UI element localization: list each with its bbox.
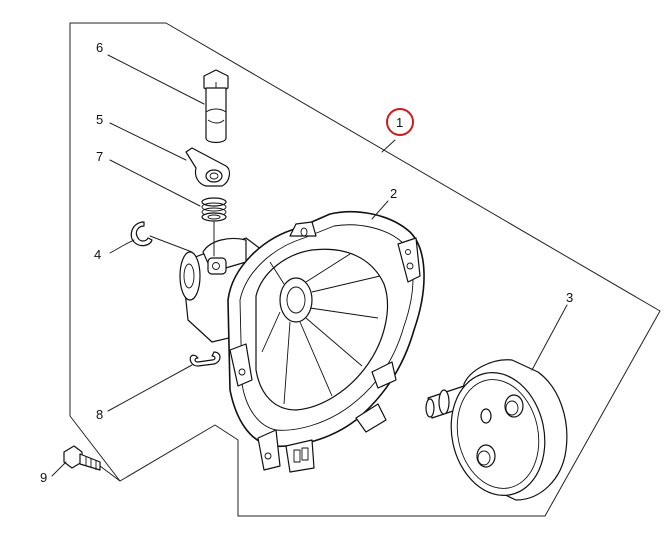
- callout-7: 7: [96, 149, 103, 164]
- callout-5: 5: [96, 112, 103, 127]
- callout-6: 6: [96, 40, 103, 55]
- clip-part[interactable]: [189, 351, 221, 367]
- bolt-part[interactable]: [203, 69, 229, 144]
- callout-2: 2: [390, 186, 397, 201]
- circlip-part[interactable]: [130, 221, 153, 247]
- callout-labels: 1 2 3 4 5 6 7 8 9: [40, 40, 573, 485]
- screw-part[interactable]: [63, 445, 101, 471]
- callout-1: 1: [396, 115, 403, 130]
- housing-part[interactable]: [179, 211, 425, 473]
- callout-9: 9: [40, 470, 47, 485]
- leader-lines: [51, 54, 568, 482]
- callout-8: 8: [96, 407, 103, 422]
- callout-3: 3: [566, 290, 573, 305]
- highlight-ring: [386, 108, 414, 136]
- lever-part[interactable]: [185, 147, 231, 187]
- assembly-outline: [69, 22, 661, 517]
- spring-part[interactable]: [201, 197, 227, 222]
- callout-4: 4: [94, 247, 101, 262]
- clutch-drum-part[interactable]: [425, 359, 568, 504]
